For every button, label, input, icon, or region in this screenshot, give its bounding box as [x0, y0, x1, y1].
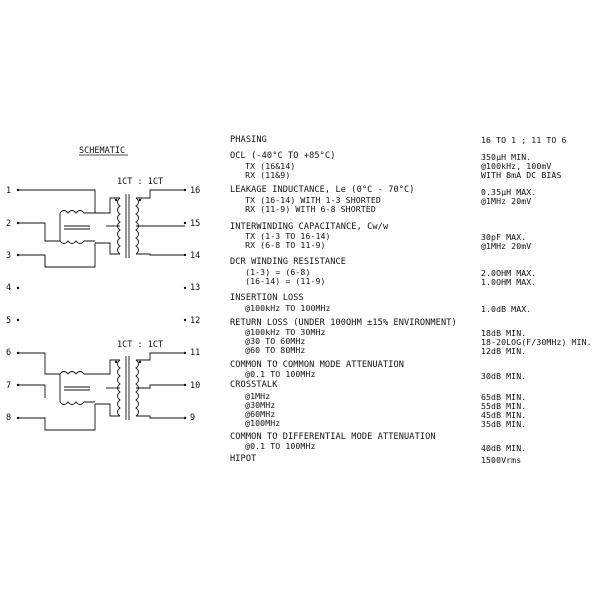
- spec-dcr-value-1: 2.0OHM MAX.: [481, 268, 537, 278]
- schematic-title: SCHEMATIC: [79, 146, 125, 156]
- spec-return-value-1: 18dB MIN.: [481, 328, 527, 338]
- spec-capacitance-value-1: 30pF MAX.: [481, 232, 527, 242]
- spec-crosstalk-value-4: 35dB MIN.: [481, 419, 527, 429]
- spec-leakage-value-2: @1MHz 20mV: [481, 196, 532, 206]
- ct-label-top: 1CT : 1CT: [117, 177, 163, 187]
- pin-label-2: 2: [6, 219, 11, 229]
- choke-winding-upper: [59, 210, 95, 214]
- spec-dcr-1: (1-3) = (6-8): [230, 267, 311, 277]
- tx-core: [64, 194, 130, 258]
- pin-label-11: 11: [190, 348, 200, 358]
- spec-leakage-rx: RX (11-9) WITH 6-8 SHORTED: [230, 204, 376, 214]
- spec-capacitance-tx: TX (1-3 TO 16-14): [230, 231, 331, 241]
- spec-phasing-value: 16 TO 1 ; 11 TO 6: [481, 135, 567, 145]
- spec-cm-cm-label: COMMON TO COMMON MODE ATTENUATION: [230, 360, 405, 370]
- spec-ocl-tx: TX (16&14): [230, 161, 296, 171]
- pin-label-16: 16: [190, 186, 200, 196]
- spec-ocl-value-2: @100kHz, 100mV: [481, 161, 552, 171]
- spec-capacitance-rx: RX (6-8 TO 11-9): [230, 240, 326, 250]
- spec-insertion-label: INSERTION LOSS: [230, 293, 304, 303]
- spec-return-value-3: 12dB MIN.: [481, 346, 527, 356]
- ct-label-bottom: 1CT : 1CT: [117, 340, 163, 350]
- spec-leakage-label: LEAKAGE INDUCTANCE, Le (0°C - 70°C): [230, 185, 415, 195]
- tx-phase-dots: [114, 198, 142, 202]
- spec-dcr-value-2: 1.0OHM MAX.: [481, 277, 537, 287]
- spec-dcr-label: DCR WINDING RESISTANCE: [230, 257, 347, 267]
- spec-dcr-2: (16-14) = (11-9): [230, 276, 326, 286]
- spec-crosstalk-value-2: 55dB MIN.: [481, 401, 527, 411]
- spec-cm-dm-freq: @0.1 TO 100MHz: [230, 441, 316, 451]
- pin-label-9: 9: [190, 413, 195, 423]
- pin-label-4: 4: [6, 283, 11, 293]
- spec-cm-dm-value: 40dB MIN.: [481, 443, 527, 453]
- spec-capacitance-value-2: @1MHz 20mV: [481, 241, 532, 251]
- spec-leakage-tx: TX (16-14) WITH 1-3 SHORTED: [230, 195, 381, 205]
- spec-insertion-freq: @100kHz TO 100MHz: [230, 303, 331, 313]
- spec-crosstalk-value-1: 65dB MIN.: [481, 392, 527, 402]
- spec-crosstalk-2: @30MHz: [230, 400, 276, 410]
- spec-cm-dm-label: COMMON TO DIFFERENTIAL MODE ATTENUATION: [230, 432, 436, 442]
- spec-ocl-label: OCL (-40°C TO +85°C): [230, 151, 336, 161]
- rx-core: [64, 356, 130, 420]
- spec-ocl-value-1: 350µH MIN.: [481, 152, 532, 162]
- spec-hipot-label: HIPOT: [230, 454, 257, 464]
- pin-label-12: 12: [190, 316, 200, 326]
- spec-hipot-value: 1500Vrms: [481, 455, 522, 465]
- spec-phasing-label: PHASING: [230, 135, 267, 145]
- pin-label-15: 15: [190, 219, 200, 229]
- spec-ocl-rx: RX (11&9): [230, 170, 291, 180]
- pin-label-5: 5: [6, 316, 11, 326]
- spec-return-label: RETURN LOSS (UNDER 100OHM ±15% ENVIRONME…: [230, 318, 457, 328]
- choke-winding-lower-rx: [59, 401, 95, 405]
- spec-return-value-2: 18-20LOG(F/30MHz) MIN.: [481, 337, 592, 347]
- pin-label-14: 14: [190, 251, 200, 261]
- choke-winding-upper-rx: [59, 371, 95, 375]
- spec-cm-cm-value: 30dB MIN.: [481, 371, 527, 381]
- spec-ocl-value-3: WITH 8mA DC BIAS: [481, 170, 562, 180]
- spec-capacitance-label: INTERWINDING CAPACITANCE, Cw/w: [230, 222, 389, 232]
- spec-crosstalk-3: @60MHz: [230, 409, 276, 419]
- pin-label-8: 8: [6, 413, 11, 423]
- tx-channel: [18, 189, 185, 268]
- pin-label-7: 7: [6, 381, 11, 391]
- spec-crosstalk-4: @100MHz: [230, 418, 281, 428]
- spec-return-2: @30 TO 60MHz: [230, 336, 306, 346]
- spec-crosstalk-value-3: 45dB MIN.: [481, 410, 527, 420]
- pin-label-10: 10: [190, 381, 200, 391]
- transformer-schematic: SCHEMATIC 1CT : 1CT 1CT : 1CT 1 2 3 4 5 …: [6, 146, 200, 431]
- spec-insertion-value: 1.0dB MAX.: [481, 304, 532, 314]
- pin-label-13: 13: [190, 283, 200, 293]
- pin-label-1: 1: [6, 186, 11, 196]
- rx-channel: [18, 352, 185, 431]
- spec-leakage-value-1: 0.35µH MAX.: [481, 187, 537, 197]
- spec-crosstalk-1: @1MHz: [230, 391, 271, 401]
- spec-cm-cm-freq: @0.1 TO 100MHz: [230, 369, 316, 379]
- rx-phase-dots: [114, 360, 142, 364]
- spec-crosstalk-label: CROSSTALK: [230, 380, 278, 390]
- spec-return-1: @100kHz TO 30MHz: [230, 327, 326, 337]
- choke-winding-lower: [59, 240, 95, 244]
- pin-label-3: 3: [6, 251, 11, 261]
- pin-label-6: 6: [6, 348, 11, 358]
- spec-return-3: @60 TO 80MHz: [230, 345, 306, 355]
